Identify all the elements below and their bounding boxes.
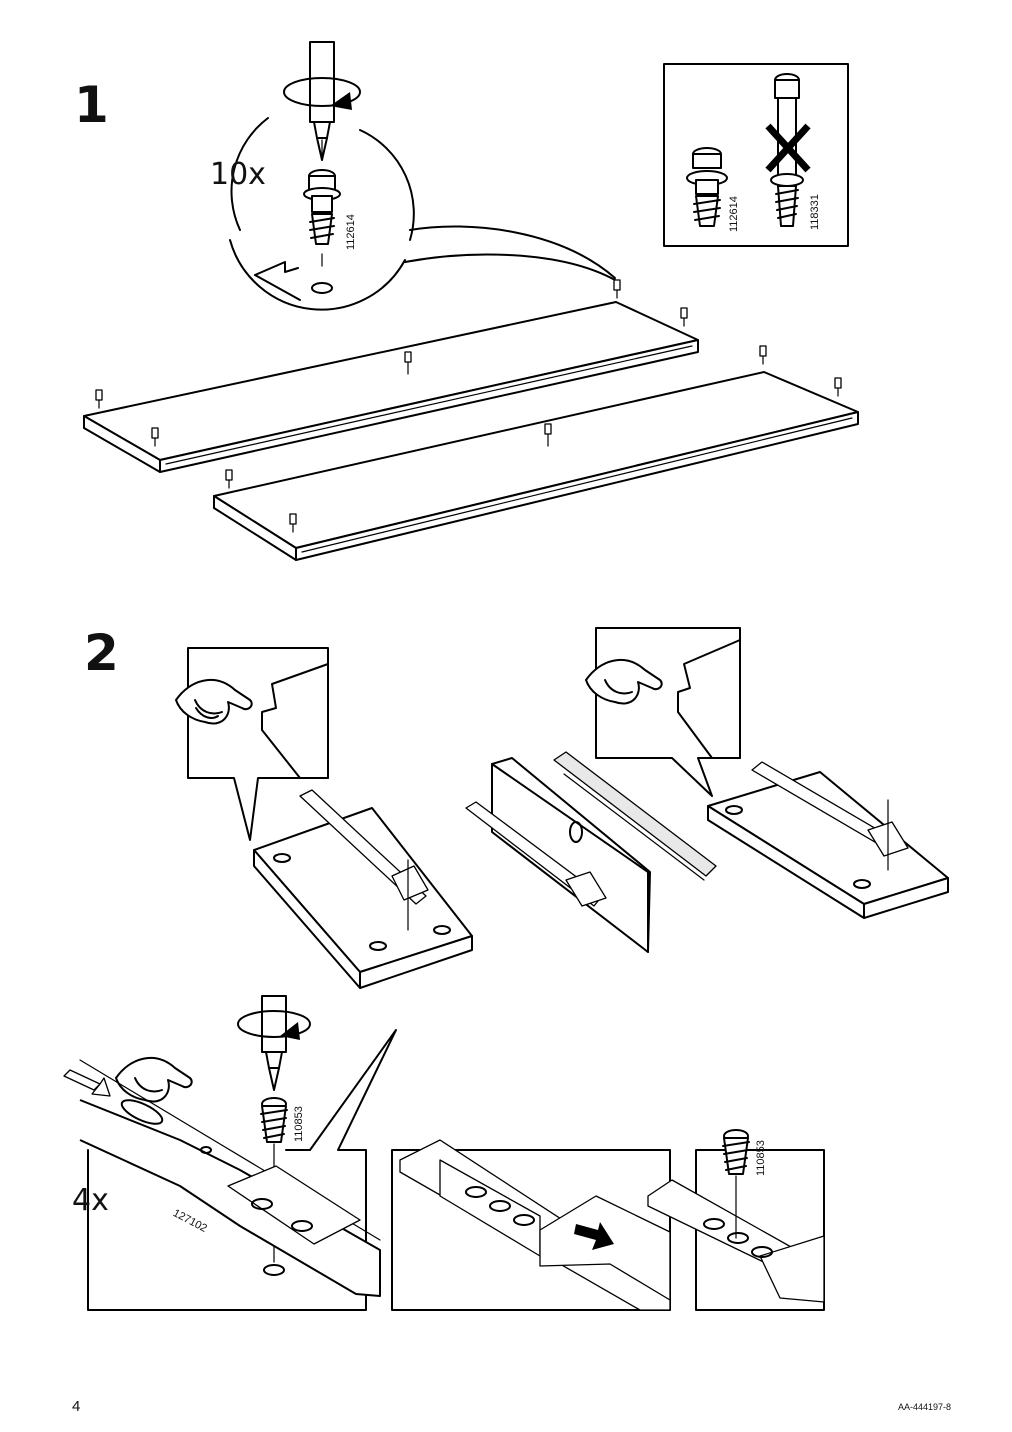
part-comparison-box (663, 63, 849, 247)
hand-pointing-icon-2 (585, 659, 663, 705)
rotate-arrow-icon (283, 77, 361, 110)
detail-callout (229, 117, 616, 311)
panel-cam-screws (95, 279, 842, 533)
wrong-cross-icon (765, 123, 811, 173)
slide-detail-frame (391, 1139, 671, 1311)
panel-front (213, 371, 859, 561)
hand-pointing-icon-3 (115, 1057, 193, 1103)
drawer-front-panel (491, 757, 651, 953)
push-direction-arrow-icon (574, 1222, 614, 1250)
rail-detail-frame (79, 1029, 397, 1311)
screw-detail-frame (647, 1149, 825, 1311)
screwdriver-icon-2 (261, 995, 287, 1091)
step-2-quantity: 4x (72, 1183, 109, 1218)
right-detail-inset (595, 627, 741, 797)
right-board (707, 771, 949, 919)
correct-cam-screw-icon (686, 147, 728, 227)
screw-part-number: 110853 (293, 1106, 305, 1142)
left-detail-inset (187, 647, 329, 841)
push-arrow-icon (63, 1069, 111, 1097)
page-number: 4 (72, 1398, 81, 1415)
detail-screw-part-number: 110853 (755, 1140, 767, 1176)
center-rail-left (465, 801, 607, 907)
cam-screw-icon (303, 169, 341, 267)
wrong-part-number: 118331 (809, 194, 821, 230)
step-1-quantity: 10x (210, 157, 266, 192)
right-rail (751, 761, 909, 871)
center-rail-right (553, 751, 717, 881)
hand-pointing-icon (175, 679, 253, 725)
rotate-arrow-icon-2 (237, 1010, 311, 1040)
euro-screw-icon-2 (722, 1129, 750, 1239)
step-2-number: 2 (84, 624, 119, 682)
document-id: AA-444197-8 (898, 1402, 952, 1412)
step-1-part-number: 112614 (345, 214, 357, 250)
panel-back (83, 301, 699, 473)
left-rail (299, 789, 429, 931)
left-board (253, 807, 473, 989)
correct-part-number: 112614 (728, 196, 740, 232)
step-1-number: 1 (74, 76, 109, 134)
screwdriver-icon (309, 41, 335, 161)
euro-screw-icon (260, 1097, 288, 1276)
